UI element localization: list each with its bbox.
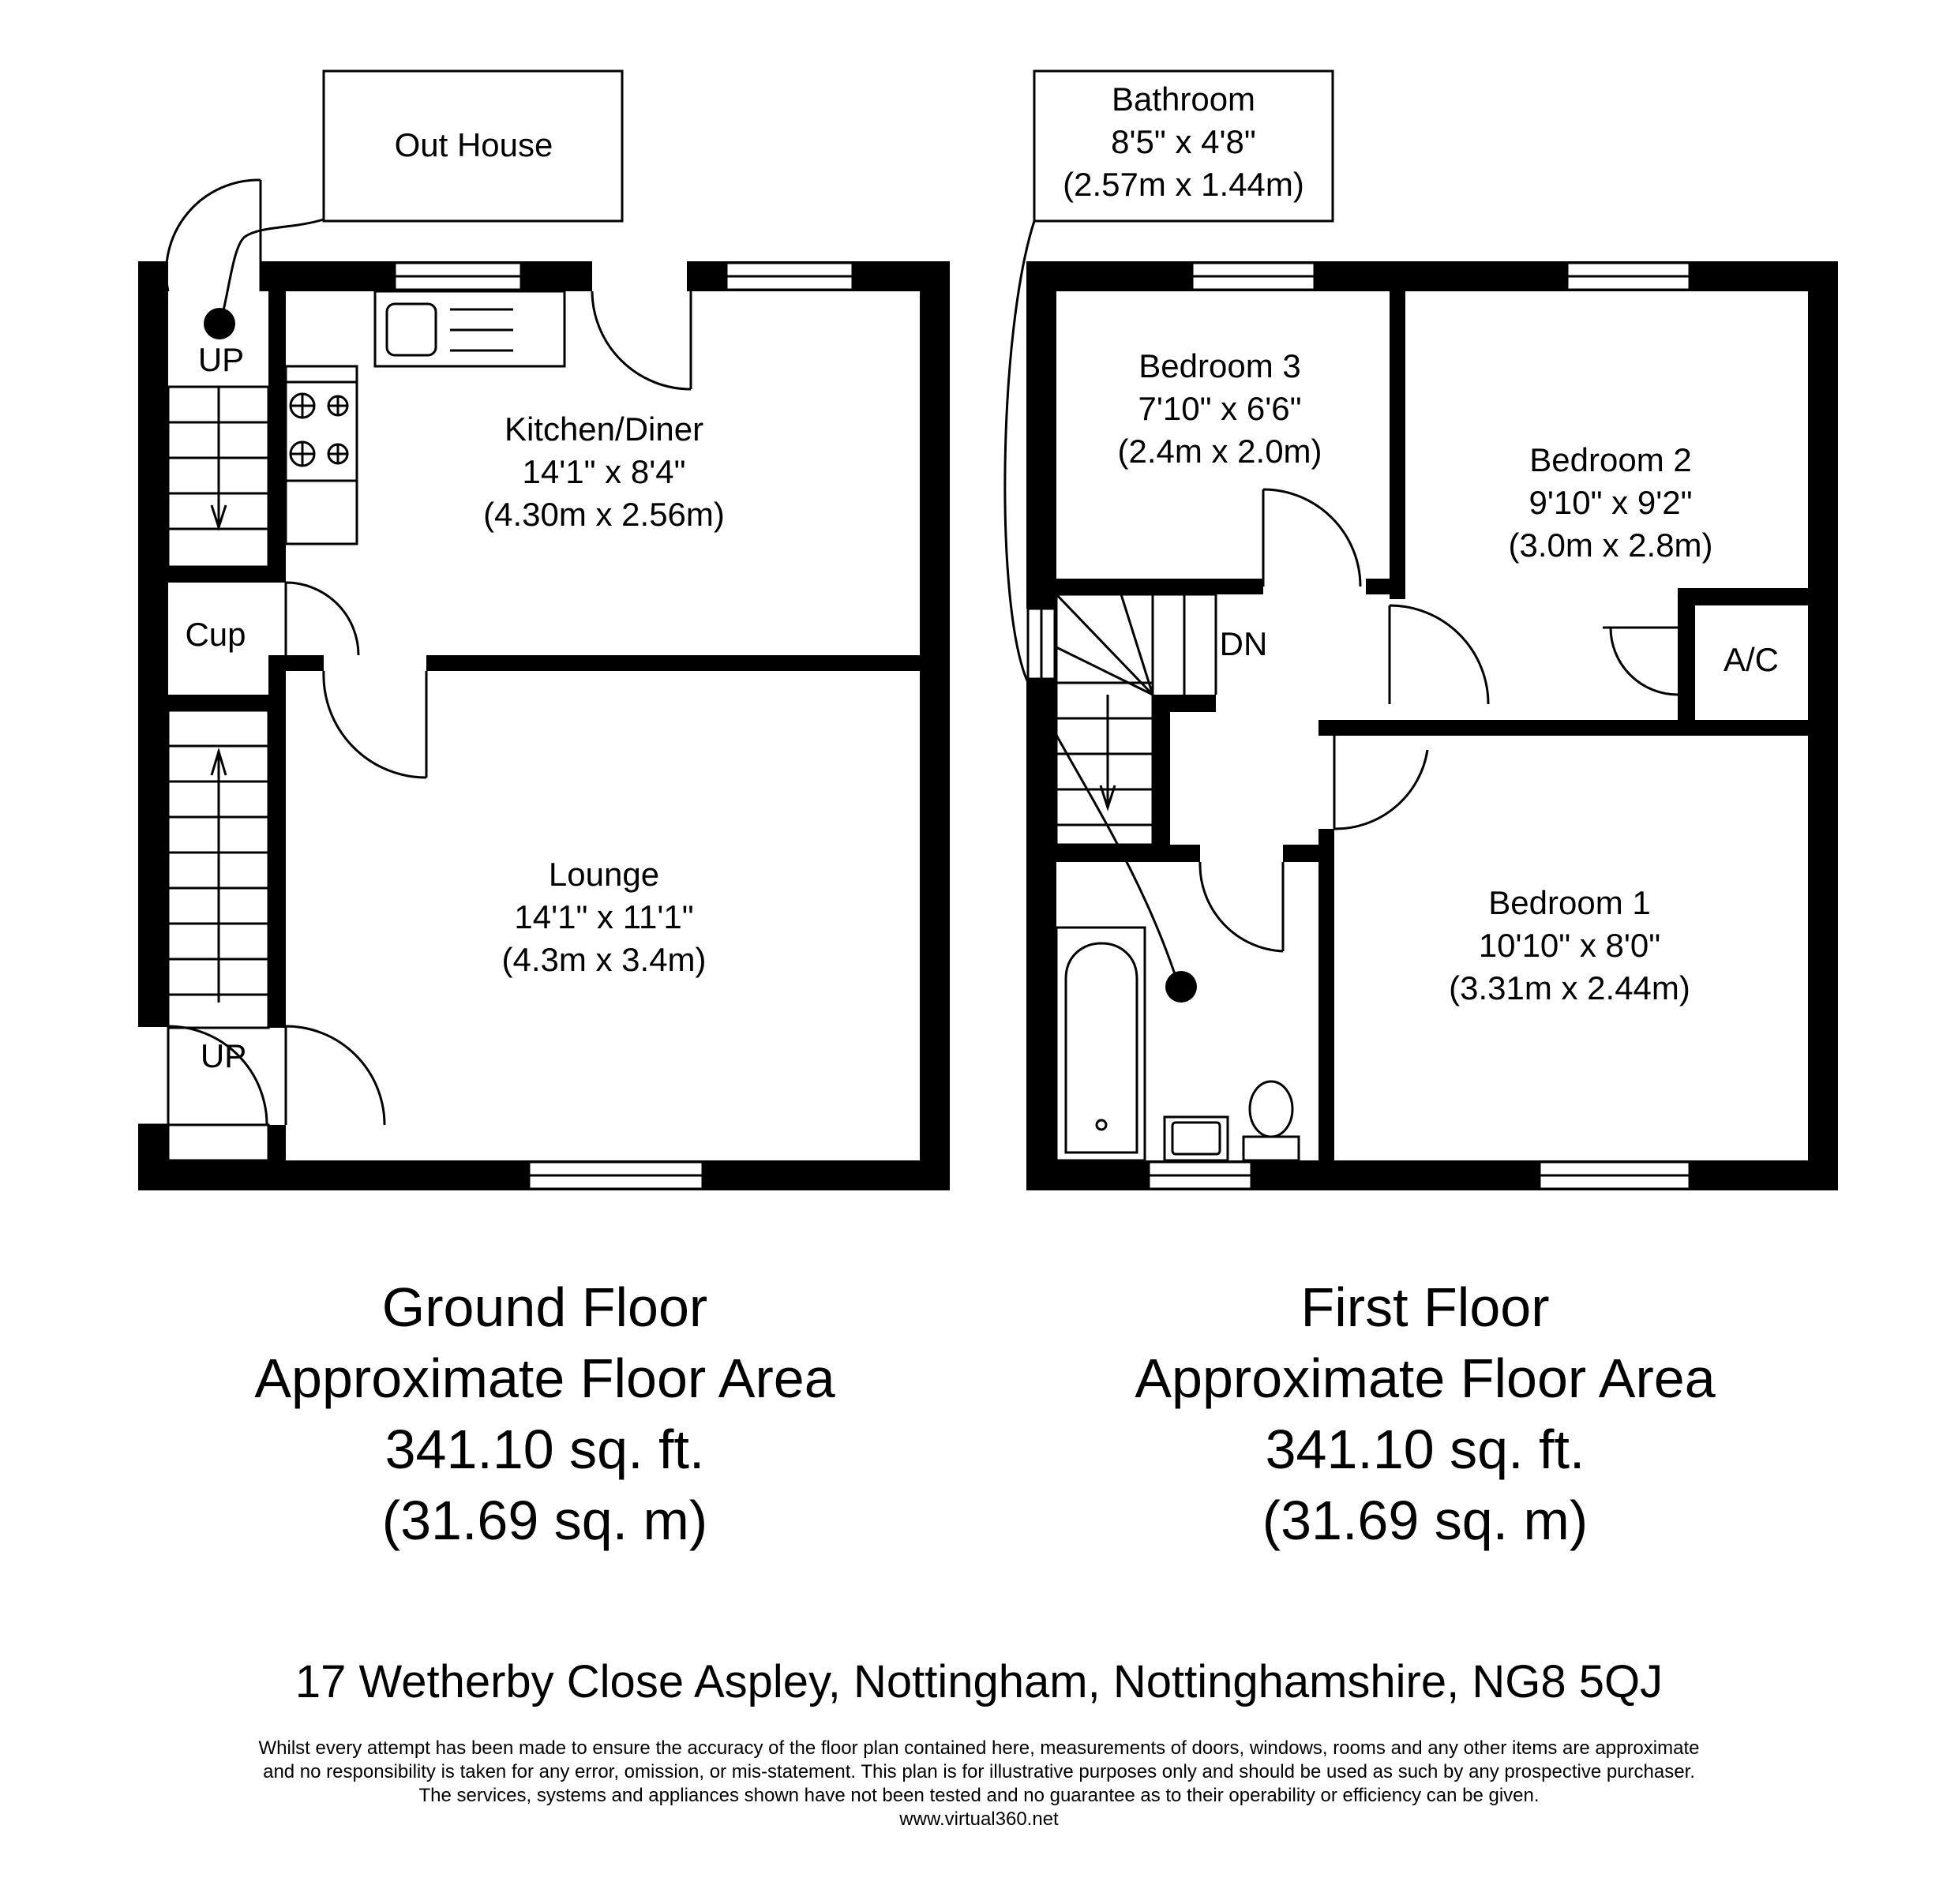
bedroom3-wall-bottom-stub [1366,579,1405,594]
ground-stair-wall-lower [268,667,286,1028]
lounge-name: Lounge [549,856,659,893]
property-address: 17 Wetherby Close Aspley, Nottingham, No… [295,1656,1663,1707]
ground-stairs-lower [167,709,270,1029]
bedroom1-wall-top [1318,720,1405,736]
bedroom3-wall-right [1390,291,1405,599]
bathroom-wall-top-2 [1283,845,1334,862]
bedroom2-imperial: 9'10" x 9'2" [1529,484,1693,521]
first-wall-top [1026,261,1838,291]
bedroom1-imperial: 10'10" x 8'0" [1479,927,1660,964]
bath-tap-icon [1095,1119,1108,1131]
ground-meter-icon [204,308,235,339]
ground-floor-area-sqft: 341.10 sq. ft. [385,1419,705,1480]
bedroom2-metric: (3.0m x 2.8m) [1508,527,1712,564]
ground-stair-arrow-down [210,387,227,531]
bedroom1-door [1333,736,1429,830]
disclaimer-line-1: Whilst every attempt has been made to en… [259,1737,1700,1759]
ground-floor-plan [138,69,950,1190]
first-floor-area-label: Approximate Floor Area [1135,1347,1715,1409]
bedroom3-door [1262,488,1362,587]
bathroom-imperial: 8'5" x 4'8" [1111,123,1256,160]
first-meter-icon [1165,971,1197,1003]
basin-icon [1163,1115,1229,1162]
bathroom-wall-top [1056,845,1200,862]
ac-wall-left [1678,588,1695,736]
lounge-door [322,670,428,779]
landing-wall-top [1153,695,1216,712]
ground-back-door [165,178,262,292]
cupboard-door [284,581,360,656]
kitchen-imperial: 14'1" x 8'4" [523,453,686,490]
bedroom2-wall-bottom [1390,720,1838,736]
ground-front-door-right [284,1025,386,1126]
bath-tub-inner [1064,942,1138,1154]
kitchen-sink-icon [385,302,437,357]
bedroom3-imperial: 7'10" x 6'6" [1138,390,1302,427]
lounge-metric: (4.3m x 3.4m) [501,941,706,978]
toilet-cistern-icon [1242,1135,1300,1162]
ac-wall-top [1678,588,1838,605]
kitchen-hob-icon [284,380,358,482]
bathroom-door [1198,861,1285,953]
basin-bowl [1171,1121,1221,1156]
first-wall-left-1 [1026,261,1056,609]
out-house-box [322,69,624,223]
kitchen-door [591,290,692,391]
kitchen-metric: (4.30m x 2.56m) [483,496,725,533]
bedroom3-metric: (2.4m x 2.0m) [1117,433,1322,470]
bedroom2-door [1388,604,1490,705]
ground-floor-title: Ground Floor [382,1276,707,1338]
ground-front-door-left [138,1025,268,1126]
bedroom2-name: Bedroom 2 [1529,441,1691,478]
first-stair-label: DN [1220,625,1268,662]
ground-wall-partition [426,655,950,671]
disclaimer-line-3: The services, systems and appliances sho… [418,1785,1539,1806]
ground-cup-wall-top [168,567,286,583]
ac-door [1603,626,1679,696]
bedroom3-name: Bedroom 3 [1138,347,1300,384]
first-floor-area-sqm: (31.69 sq. m) [1262,1490,1588,1551]
ac-label: A/C [1724,641,1779,678]
bedroom1-wall-left [1318,829,1334,1190]
cupboard-label: Cup [185,616,246,653]
out-house-label: Out House [395,126,553,163]
ground-stair-label-top: UP [198,341,244,378]
ground-stair-wall [268,261,286,575]
bedroom1-name: Bedroom 1 [1488,884,1650,921]
kitchen-drainer-icon [450,308,513,352]
bathroom-metric: (2.57m x 1.44m) [1063,166,1304,203]
ground-wall-left-1 [138,261,168,1027]
ground-stair-wall-foot [268,1125,286,1190]
first-stairs [1055,593,1217,846]
bathroom-name: Bathroom [1112,81,1255,118]
kitchen-name: Kitchen/Diner [505,410,703,448]
kitchen-counter-top [373,290,566,368]
first-floor-title: First Floor [1301,1276,1550,1338]
ground-front-door-step [167,1123,270,1162]
first-floor-area-sqft: 341.10 sq. ft. [1266,1419,1585,1480]
bathroom-leader-line [1003,220,1178,980]
toilet-bowl-icon [1248,1080,1294,1138]
first-wall-left-2 [1026,679,1056,1190]
ground-stair-arrow-up [210,747,227,1003]
bedroom1-metric: (3.31m x 2.44m) [1449,969,1690,1006]
ground-floor-area-sqm: (31.69 sq. m) [382,1490,707,1551]
ground-stair-label-bottom: UP [201,1037,246,1074]
ground-wall-right [920,261,950,1190]
first-floor-plan [1003,69,1838,1190]
ground-cup-wall-bottom [168,695,286,710]
bath-icon [1055,926,1146,1162]
bedroom3-wall-bottom [1056,579,1263,594]
ground-floor-area-label: Approximate Floor Area [254,1347,835,1409]
website-link[interactable]: www.virtual360.net [898,1808,1059,1830]
disclaimer-line-2: and no responsibility is taken for any e… [263,1761,1695,1782]
first-stair-arrow-down [1099,695,1116,811]
out-house-link [219,218,324,320]
bathroom-label-box [1033,69,1334,223]
lounge-imperial: 14'1" x 11'1" [514,898,693,935]
ground-wall-partition-stub [268,655,324,671]
landing-wall [1153,703,1170,845]
